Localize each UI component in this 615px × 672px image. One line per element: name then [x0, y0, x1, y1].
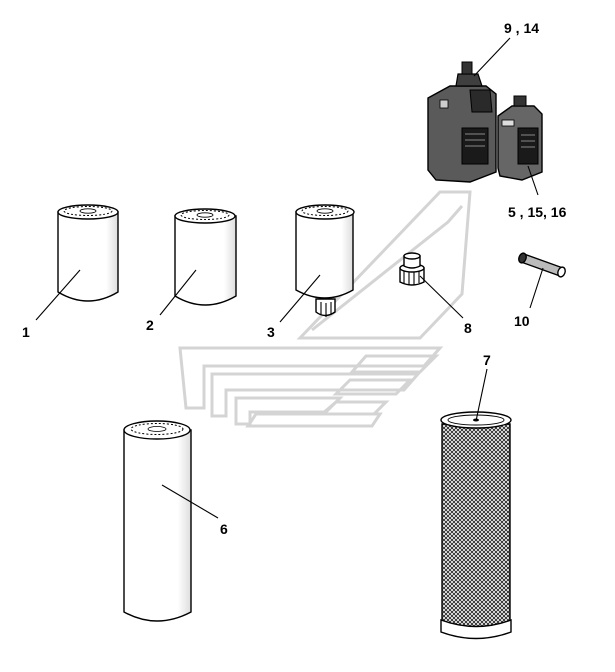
callout-10: 10: [514, 313, 530, 329]
leader-lines: [35, 37, 544, 519]
fuel-filter-3[interactable]: [295, 204, 355, 317]
callout-6: 6: [220, 521, 228, 537]
air-filter-element-7[interactable]: [440, 411, 512, 640]
hydraulic-filter-6[interactable]: [123, 420, 192, 622]
callout-2: 2: [146, 317, 154, 333]
watermark-logo: [178, 190, 472, 428]
callout-7: 7: [483, 352, 491, 368]
callout-1: 1: [22, 324, 30, 340]
breather-cap-8[interactable]: [399, 252, 425, 286]
callout-3: 3: [267, 324, 275, 340]
callout-9-14: 9 , 14: [504, 20, 539, 36]
callout-8: 8: [464, 320, 472, 336]
fluid-containers[interactable]: [427, 61, 543, 183]
oil-filter-1[interactable]: [57, 204, 119, 302]
cylindrical-element-10[interactable]: [518, 252, 567, 278]
callout-labels: 1 2 3 8 10 6 7 9 , 14 5 , 15, 16: [22, 20, 567, 537]
oil-filter-2[interactable]: [174, 208, 237, 306]
callout-5-15-16: 5 , 15, 16: [508, 204, 567, 220]
